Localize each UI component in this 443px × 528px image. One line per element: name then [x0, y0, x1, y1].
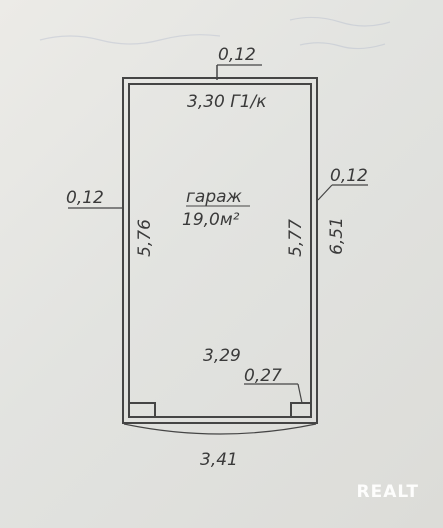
dim-top-inner: 3,30 Г1/к [187, 92, 267, 112]
dim-bottom-inner: 3,29 [203, 346, 241, 366]
door-jamb-right [290, 402, 312, 418]
room-name: гараж [186, 187, 243, 207]
door-jamb-left [128, 402, 156, 418]
room-area: 19,0м² [182, 210, 240, 230]
dim-left-wall: 0,12 [66, 188, 104, 208]
dim-bottom-outer: 3,41 [200, 450, 238, 470]
watermark-logo: REALT [356, 482, 419, 502]
outer-wall [122, 77, 318, 424]
inner-wall [128, 83, 312, 418]
dim-left-height: 5,76 [135, 219, 155, 257]
dim-right-wall: 0,12 [330, 166, 368, 186]
background-scribbles [39, 16, 391, 50]
dim-right-inner-height: 5,77 [286, 219, 306, 257]
right-wall-leader [317, 184, 333, 201]
corner-leader-down [297, 383, 303, 404]
dim-right-outer-height: 6,51 [327, 217, 347, 255]
dim-top-wall: 0,12 [218, 45, 256, 65]
dim-corner: 0,27 [244, 366, 282, 386]
bottom-outer-arc [123, 423, 317, 435]
